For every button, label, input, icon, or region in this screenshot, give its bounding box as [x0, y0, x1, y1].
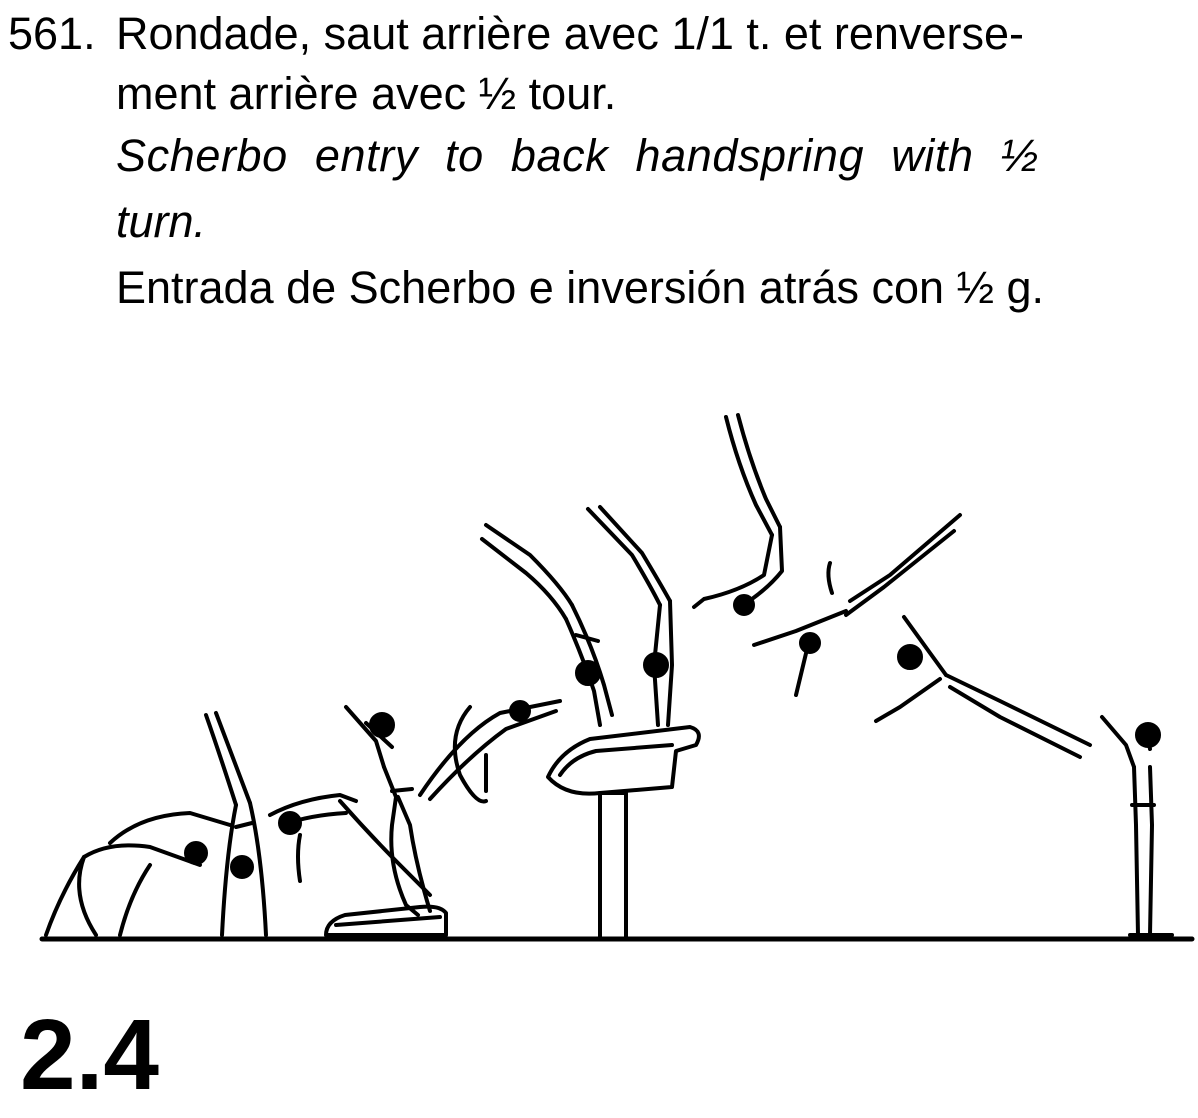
- description-spanish-line-1: Entrada de Scherbo e inversión atrás con…: [116, 262, 1045, 313]
- gymnast-figure-4: [344, 705, 432, 917]
- gymnast-figure-9: [752, 513, 962, 697]
- description-french-line-2: ment arrière avec ½ tour.: [116, 68, 617, 119]
- description-french-line-1: Rondade, saut arrière avec 1/1 t. et ren…: [116, 8, 1024, 59]
- gymnast-figure-5: [418, 699, 562, 804]
- gymnast-figure-8: [692, 413, 784, 616]
- gymnast-vault-sequence-icon: [39, 413, 1195, 942]
- gymnast-figure-1: [44, 811, 232, 937]
- gymnast-figure-2: [204, 711, 268, 937]
- gymnast-figure-6: [480, 523, 614, 727]
- element-number: 561.: [8, 8, 96, 59]
- gymnast-figure-3: [268, 793, 432, 897]
- springboard-icon: [324, 904, 448, 937]
- description-english-line-2: turn.: [116, 196, 207, 247]
- vaulting-horse-icon: [546, 725, 701, 941]
- description-english-line-1: Scherbo entry to back handspring with ½: [116, 130, 1039, 181]
- difficulty-value: 2.4: [20, 999, 160, 1111]
- gymnast-figure-11: [1100, 715, 1174, 937]
- gymnast-figure-10: [874, 615, 1092, 759]
- gymnast-figure-7: [586, 505, 674, 727]
